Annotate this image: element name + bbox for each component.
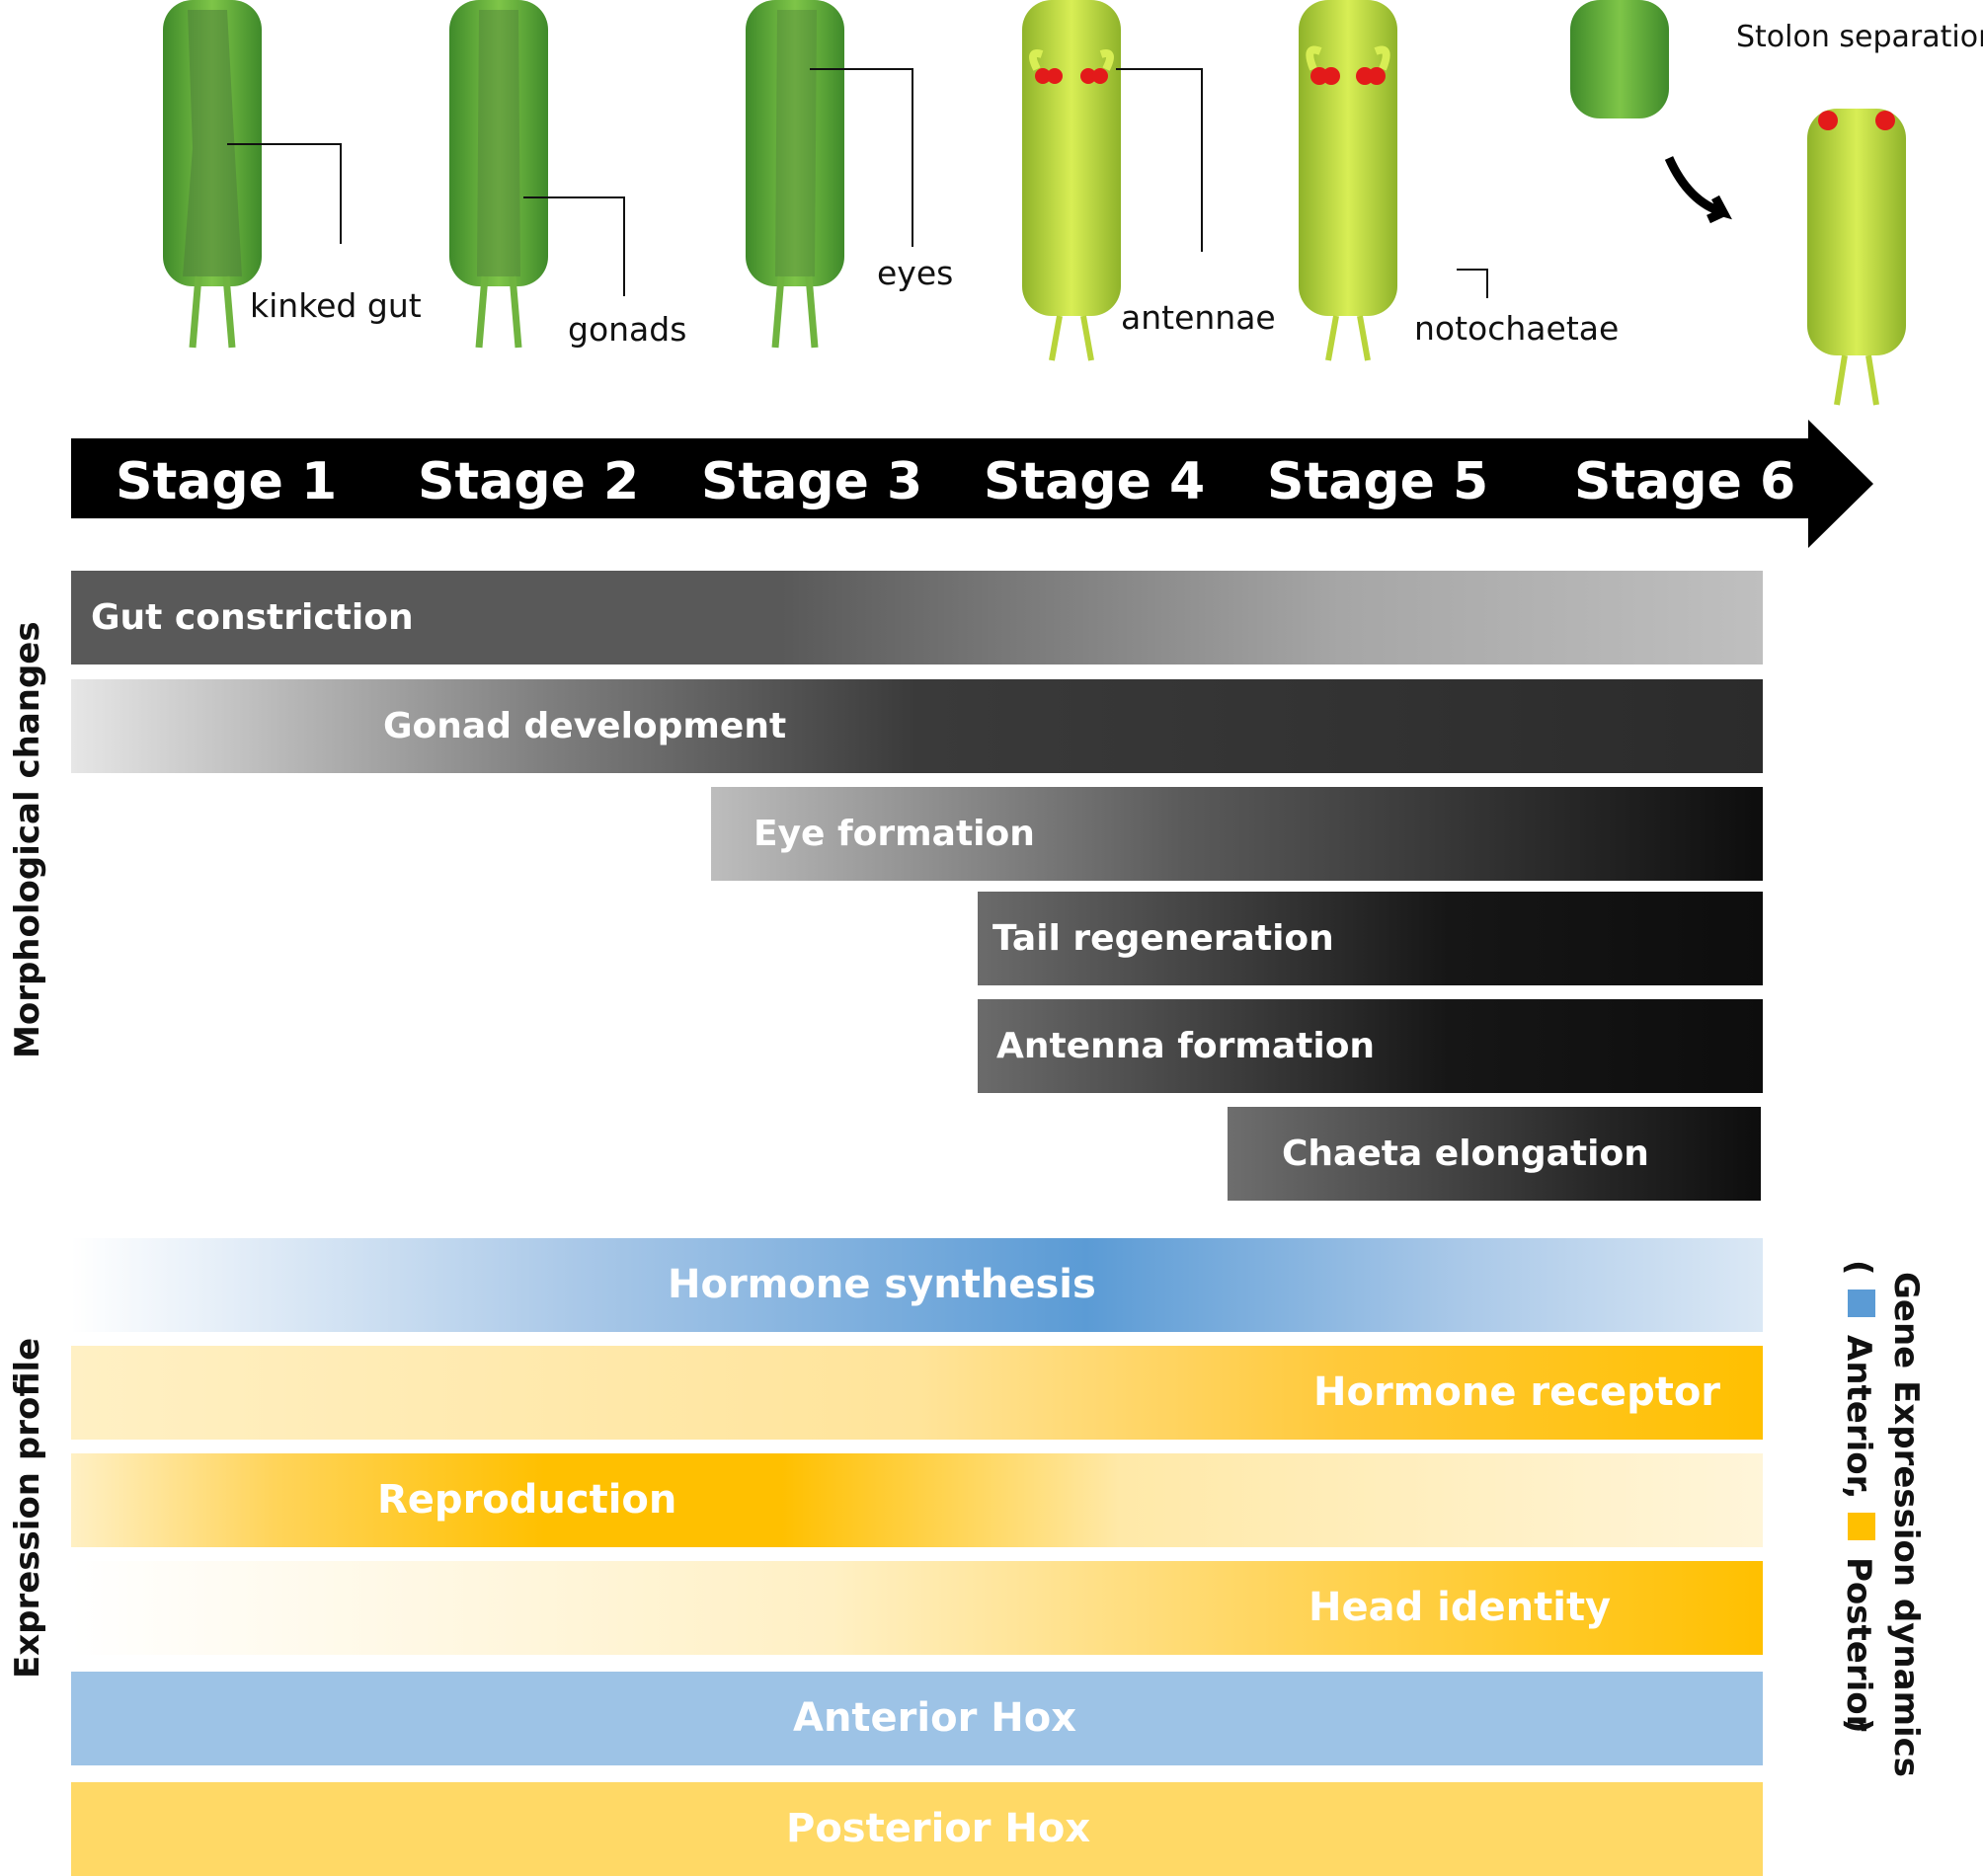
bar-chaeta-elongation [1228, 1107, 1761, 1201]
label-reproduction: Reproduction [377, 1477, 677, 1523]
bar-gonad-development [71, 679, 1763, 773]
bar-antenna-formation [978, 999, 1763, 1093]
gut-shape [183, 10, 242, 276]
bar-head-identity [71, 1561, 1763, 1655]
label-stolon-separation: Stolon separation [1736, 20, 1983, 54]
bar-anterior-hox [71, 1672, 1763, 1765]
worm-stolon-parent [1570, 0, 1669, 118]
bar-eye-formation [711, 787, 1763, 881]
worm-stage-4 [1022, 0, 1121, 361]
label-anterior-hox: Anterior Hox [793, 1695, 1077, 1741]
leader-notochaetae [1457, 269, 1488, 298]
label-tail-regeneration: Tail regeneration [992, 918, 1334, 959]
bar-reproduction [71, 1453, 1763, 1547]
bar-gut-constriction [71, 571, 1763, 664]
worm-stolon [1807, 109, 1906, 406]
stage-3-label: Stage 3 [701, 452, 923, 511]
label-gonads: gonads [568, 310, 687, 349]
section-label-expression: Expression profile [8, 1337, 47, 1679]
timeline-arrow [71, 420, 1873, 548]
label-kinked-gut: kinked gut [250, 286, 422, 325]
bar-hormone-synthesis [71, 1238, 1763, 1332]
label-gut-constriction: Gut constriction [91, 597, 414, 638]
bar-tail-regeneration [978, 892, 1763, 985]
label-hormone-receptor: Hormone receptor [1313, 1369, 1721, 1415]
stage-1-label: Stage 1 [116, 452, 338, 511]
stage-2-label: Stage 2 [418, 452, 640, 511]
label-notochaetae: notochaetae [1414, 309, 1620, 348]
curved-arrow-icon [1664, 156, 1732, 224]
label-antenna-formation: Antenna formation [996, 1026, 1376, 1066]
antennae [1029, 49, 1114, 71]
legend-open-paren: ( [1839, 1260, 1878, 1276]
stage-4-label: Stage 4 [984, 452, 1206, 511]
legend-anterior-swatch [1848, 1290, 1875, 1317]
label-hormone-synthesis: Hormone synthesis [668, 1262, 1096, 1307]
legend-close-paren: ) [1839, 1718, 1878, 1734]
stage-6-label: Stage 6 [1574, 452, 1796, 511]
bar-hormone-receptor [71, 1346, 1763, 1440]
label-antennae: antennae [1121, 298, 1276, 337]
worm-stage-3 [746, 0, 844, 349]
eye [1035, 68, 1051, 84]
worm-stage-5 [1299, 0, 1397, 361]
worm-stage-1 [163, 0, 262, 349]
worm-stage-2 [449, 0, 548, 349]
legend-posterior-swatch [1848, 1513, 1875, 1540]
leader-kinked-gut [227, 143, 342, 244]
leader-antennae [1116, 68, 1203, 252]
label-gonad-development: Gonad development [383, 706, 787, 746]
section-label-morphological: Morphological changes [8, 621, 47, 1058]
cirri [189, 275, 236, 349]
label-chaeta-elongation: Chaeta elongation [1282, 1133, 1649, 1174]
label-posterior-hox: Posterior Hox [786, 1806, 1091, 1851]
legend-title: Gene Expression dynamics [1886, 1272, 1926, 1778]
legend-posterior-label: Posterior [1839, 1557, 1878, 1732]
stage-5-label: Stage 5 [1267, 452, 1489, 511]
bar-posterior-hox [71, 1782, 1763, 1876]
label-eyes: eyes [877, 254, 954, 292]
label-eye-formation: Eye formation [754, 814, 1035, 854]
leader-gonads [523, 196, 625, 296]
legend-anterior-label: Anterior, [1839, 1335, 1878, 1500]
label-head-identity: Head identity [1309, 1585, 1612, 1630]
leader-eyes [810, 68, 913, 247]
